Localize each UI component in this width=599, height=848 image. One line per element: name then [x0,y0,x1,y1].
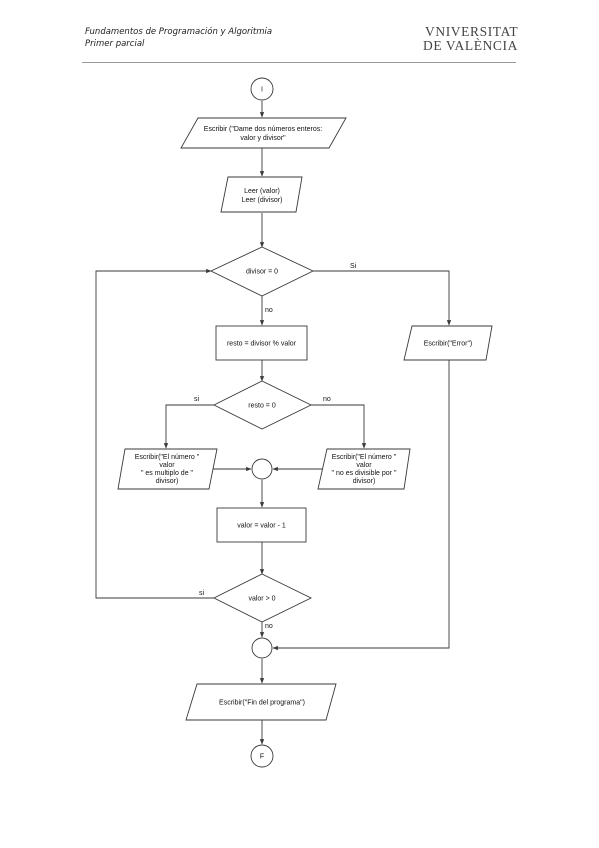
end-output-node: Escribir("Fin del programa") [185,683,337,721]
not-divisible-output-node: Escribir("El número " valor " no es divi… [317,448,411,490]
prompt-line-1: Escribir ("Dame dos números enteros: [204,126,322,133]
read-line-1: Leer (valor) [244,188,280,195]
error-output-node: Escribir("Error") [403,325,493,361]
edge-divisor-yes-to-error [313,270,452,326]
not-divisible-line-3: " no es divisible por " [332,470,397,477]
logo-line-1: VNIVERSITAT [425,24,519,39]
edge-valor-yes-loop-back [95,268,214,599]
read-input-node: Leer (valor) Leer (divisor) [220,176,303,213]
merge-connector [251,458,273,480]
start-terminal-label: I [261,87,263,94]
error-output-label: Escribir("Error") [424,341,473,348]
label-valor-no: no [265,623,273,630]
multiple-line-3: " es multiplo de " [141,470,194,477]
label-valor-yes: si [199,590,205,597]
multiple-line-2: valor [159,462,175,469]
decision-resto-label: resto = 0 [248,403,276,410]
header-divider [82,62,516,63]
edge-error-to-final-merge [272,360,450,651]
decision-valor-positive: valor > 0 [212,573,313,623]
edge-resto-no-to-notdiv [311,404,367,449]
edge-resto-yes-to-multiple [163,404,214,449]
decision-divisor-zero: divisor = 0 [209,246,315,297]
not-divisible-line-1: Escribir("El número " [332,454,397,461]
end-output-label: Escribir("Fin del programa") [219,700,305,707]
label-divisor-yes: Si [350,263,357,270]
not-divisible-line-4: divisor) [353,478,376,485]
exam-title: Primer parcial [85,39,145,49]
prompt-output-node: Escribir ("Dame dos números enteros: val… [180,117,347,149]
resto-assignment-label: resto = divisor % valor [227,341,297,348]
logo-line-2: DE VALÈNCIA [423,38,518,53]
end-terminal-label: F [260,754,264,761]
prompt-line-2: valor y divisor" [240,135,286,142]
decision-valor-label: valor > 0 [248,596,275,603]
multiple-line-1: Escribir("El número " [135,454,200,461]
course-title: Fundamentos de Programación y Algoritmia [85,27,273,37]
end-terminal: F [250,744,274,768]
decision-resto-zero: resto = 0 [212,380,313,430]
flow-edges [95,101,452,745]
final-merge-connector [251,637,273,659]
label-divisor-no: no [265,307,273,314]
multiple-output-node: Escribir("El número " valor " es multipl… [117,448,218,490]
read-line-2: Leer (divisor) [242,197,283,204]
decrement-label: valor = valor - 1 [237,523,286,530]
start-terminal: I [250,77,274,101]
not-divisible-line-2: valor [356,462,372,469]
multiple-line-4: divisor) [156,478,179,485]
label-resto-yes: si [194,396,200,403]
decrement-node: valor = valor - 1 [216,507,307,543]
label-resto-no: no [323,396,331,403]
resto-assignment-node: resto = divisor % valor [215,325,308,361]
document-header-text: Fundamentos de Programación y Algoritmia… [85,26,272,50]
decision-divisor-label: divisor = 0 [246,269,278,276]
university-logo: VNIVERSITAT DE VALÈNCIA [423,24,519,56]
